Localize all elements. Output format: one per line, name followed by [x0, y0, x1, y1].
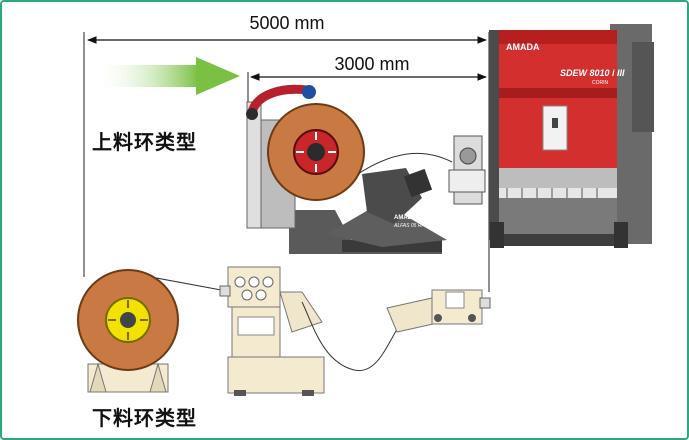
feeder-model-label: ALFAS 05 RHE	[393, 223, 429, 229]
lower-loop-type-label: 下料环类型	[92, 406, 197, 430]
lower-feeder	[386, 289, 491, 333]
upper-loop-type-label: 上料环类型	[92, 130, 197, 154]
flow-arrow-icon	[94, 57, 240, 95]
press-machine: AMADA SDEW 8010 i III CORIN	[489, 24, 654, 248]
press-sub-label: CORIN	[592, 80, 609, 86]
dimension-label-short: 3000 mm	[334, 54, 409, 74]
press-brand-label: AMADA	[506, 42, 540, 52]
dimension-label-long: 5000 mm	[249, 13, 324, 33]
press-model-label: SDEW 8010 i III	[560, 68, 625, 78]
upper-uncoiler: AMADA ALFAS 05 RHE	[246, 84, 453, 254]
lower-straightener	[219, 266, 325, 396]
lower-uncoiler	[77, 269, 179, 393]
feeder-brand-label: AMADA	[394, 215, 417, 221]
straightener-unit	[448, 135, 486, 205]
